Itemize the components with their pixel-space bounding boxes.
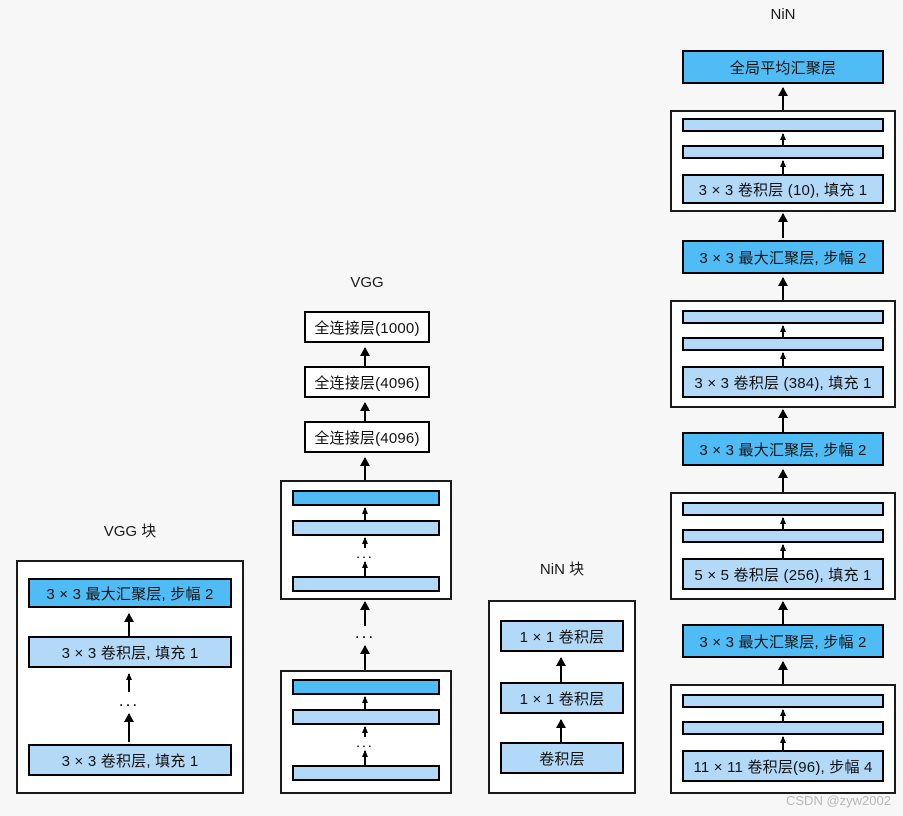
nin-block-title: NiN 块: [539, 561, 585, 578]
vgg-block-title: VGG 块: [103, 523, 157, 540]
vgg-fc-4096-upper[interactable]: 全连接层(4096): [304, 366, 430, 398]
vgg-arrow-fc3-fc2: [364, 403, 366, 423]
nin-arrow-block4-to-pool3: [782, 662, 784, 684]
vgg-block-layer-maxpool[interactable]: 3 × 3 最大汇聚层, 步幅 2: [28, 578, 232, 608]
nin-block-3-conv[interactable]: 5 × 5 卷积层 (256), 填充 1: [682, 558, 884, 590]
nin-block-1-bar-1[interactable]: [682, 118, 884, 132]
vgg-lower-block-ellipsis: ...: [356, 734, 374, 750]
vgg-title: VGG: [350, 274, 384, 291]
nin-block-1-bar-2[interactable]: [682, 145, 884, 159]
vgg-upper-block-ellipsis: ...: [356, 545, 374, 561]
nin-block-4-arrow-2: [782, 737, 784, 750]
vgg-block-ellipsis: ...: [118, 691, 140, 710]
nin-block-2-bar-2[interactable]: [682, 337, 884, 351]
vgg-arrow-block-to-fc: [364, 458, 366, 480]
nin-block-1-conv[interactable]: 3 × 3 卷积层 (10), 填充 1: [682, 174, 884, 204]
nin-block-layer-conv1x1-mid[interactable]: 1 × 1 卷积层: [500, 682, 624, 714]
nin-block-3-arrow-2: [782, 545, 784, 558]
nin-block-1-arrow-2: [782, 161, 784, 174]
nin-block-layer-conv1x1-top[interactable]: 1 × 1 卷积层: [500, 620, 624, 652]
nin-arrow-pool2-to-block2: [782, 410, 784, 432]
nin-arrow-block3-to-pool2: [782, 470, 784, 492]
vgg-arrow-fc2-fc1: [364, 348, 366, 368]
nin-block-arrow-2: [560, 720, 562, 742]
nin-maxpool-2[interactable]: 3 × 3 最大汇聚层, 步幅 2: [682, 432, 884, 466]
vgg-block-arrow-1: [128, 614, 130, 636]
vgg-lower-block-bar-3[interactable]: [292, 765, 440, 781]
vgg-fc-4096-lower[interactable]: 全连接层(4096): [304, 421, 430, 453]
nin-block-4-bar-1[interactable]: [682, 694, 884, 708]
nin-maxpool-1[interactable]: 3 × 3 最大汇聚层, 步幅 2: [682, 240, 884, 274]
vgg-upper-block-bar-1[interactable]: [292, 490, 440, 506]
nin-block-1-arrow-1: [782, 134, 784, 145]
vgg-lower-block-arrow-1: [364, 697, 366, 709]
vgg-upper-block-arrow-3: [364, 562, 366, 576]
nin-block-2-bar-1[interactable]: [682, 310, 884, 324]
vgg-upper-block-bar-2[interactable]: [292, 520, 440, 536]
nin-arrow-pool1-to-block1: [782, 214, 784, 238]
nin-global-avg-pool[interactable]: 全局平均汇聚层: [682, 50, 884, 84]
vgg-lower-block-arrow-2: [364, 727, 366, 737]
nin-block-2-arrow-2: [782, 353, 784, 366]
vgg-lower-block-bar-1[interactable]: [292, 679, 440, 695]
vgg-block-arrow-3: [128, 714, 130, 742]
vgg-lower-block-bar-2[interactable]: [292, 709, 440, 725]
nin-block-layer-conv[interactable]: 卷积层: [500, 742, 624, 774]
nin-block-4-conv[interactable]: 11 × 11 卷积层(96), 步幅 4: [682, 750, 884, 782]
nin-block-4-bar-2[interactable]: [682, 721, 884, 735]
watermark: CSDN @zyw2002: [786, 793, 891, 808]
vgg-block-layer-conv-top[interactable]: 3 × 3 卷积层, 填充 1: [28, 636, 232, 668]
vgg-block-arrow-2: [128, 674, 130, 692]
vgg-between-blocks-ellipsis: ...: [354, 623, 376, 642]
nin-arrow-pool3-to-block3: [782, 602, 784, 624]
vgg-upper-block-arrow-2: [364, 538, 366, 548]
vgg-upper-block-bar-3[interactable]: [292, 576, 440, 592]
vgg-arrow-between-blocks-upper: [364, 602, 366, 626]
nin-arrow-block2-to-pool1: [782, 278, 784, 300]
nin-title: NiN: [770, 6, 796, 23]
nin-block-arrow-1: [560, 658, 562, 682]
nin-block-2-arrow-1: [782, 326, 784, 337]
nin-block-3-bar-2[interactable]: [682, 529, 884, 543]
nin-block-3-bar-1[interactable]: [682, 502, 884, 516]
vgg-upper-block-arrow-1: [364, 508, 366, 520]
nin-maxpool-3[interactable]: 3 × 3 最大汇聚层, 步幅 2: [682, 624, 884, 658]
nin-block-3-arrow-1: [782, 518, 784, 529]
nin-block-2-conv[interactable]: 3 × 3 卷积层 (384), 填充 1: [682, 366, 884, 398]
vgg-block-layer-conv-bottom[interactable]: 3 × 3 卷积层, 填充 1: [28, 744, 232, 776]
nin-arrow-block1-to-gap: [782, 88, 784, 110]
vgg-arrow-between-blocks-lower: [364, 646, 366, 670]
vgg-lower-block-arrow-3: [364, 751, 366, 765]
vgg-fc-1000[interactable]: 全连接层(1000): [304, 311, 430, 343]
nin-block-4-arrow-1: [782, 710, 784, 721]
